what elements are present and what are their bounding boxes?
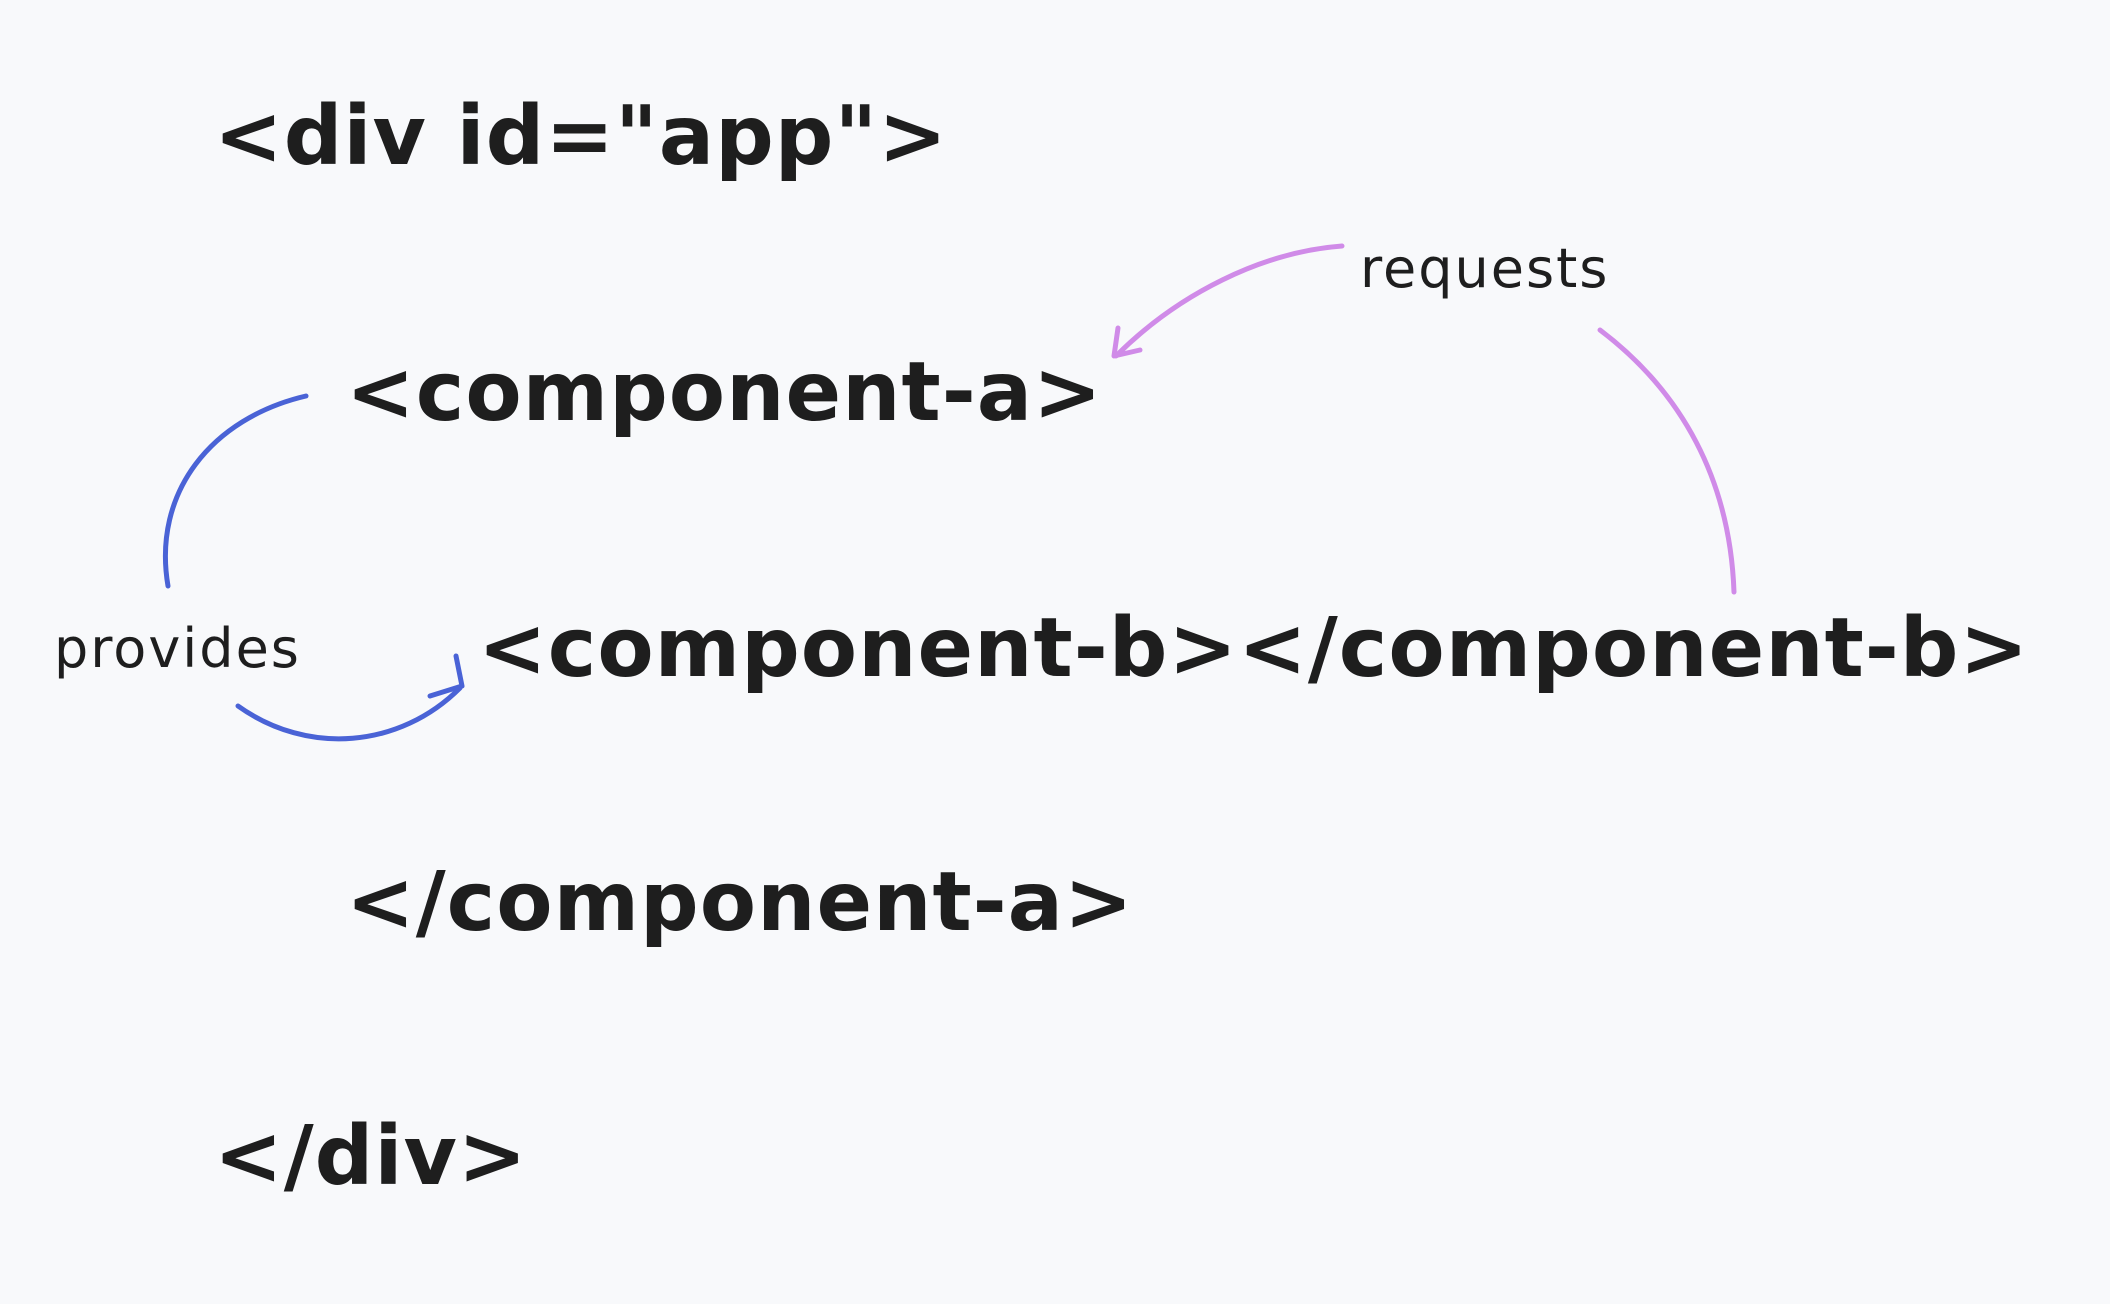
label-provides: provides bbox=[54, 617, 301, 680]
provides-arrow-lower-arc bbox=[235, 685, 463, 742]
requests-arrowhead bbox=[1111, 325, 1143, 359]
code-line-component-b: <component-b></component-b> bbox=[478, 601, 2030, 696]
provides-arrow-upper-arc bbox=[162, 393, 309, 589]
label-requests: requests bbox=[1360, 237, 1610, 300]
requests-arrow bbox=[1111, 243, 1737, 595]
provides-arrow bbox=[162, 393, 465, 742]
requests-arrow-right-arc bbox=[1597, 327, 1737, 595]
code-line-div-close: </div> bbox=[214, 1109, 528, 1204]
requests-arrow-left-arc bbox=[1113, 243, 1345, 359]
code-line-component-a-open: <component-a> bbox=[346, 345, 1103, 440]
provides-arrowhead bbox=[427, 653, 465, 699]
code-line-div-open: <div id="app"> bbox=[214, 89, 948, 184]
code-line-component-a-close: </component-a> bbox=[346, 855, 1134, 950]
